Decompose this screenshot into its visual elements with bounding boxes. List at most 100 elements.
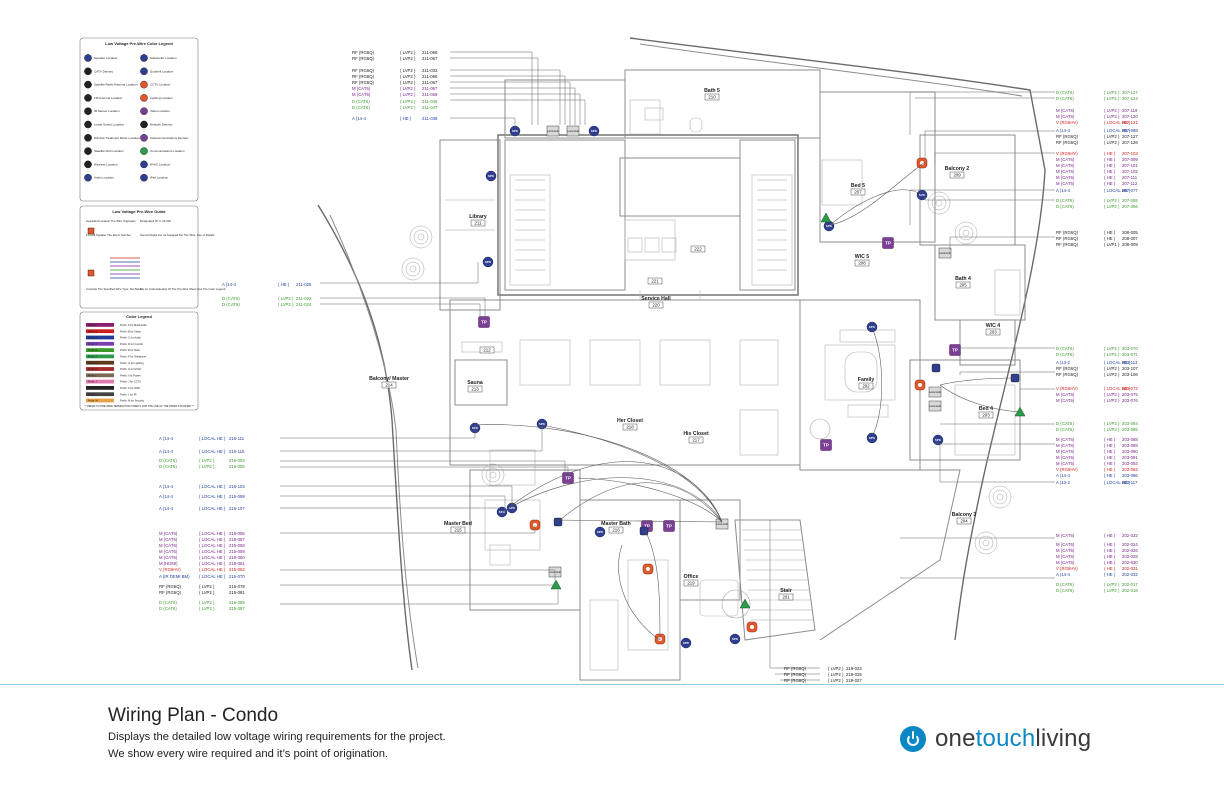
wire-headend: ( HE ) [1104, 449, 1116, 454]
room-name: Balcony/ Master [369, 376, 409, 382]
video-icon [140, 107, 148, 115]
wire-headend: ( LOCAL HE ) [199, 574, 226, 579]
speaker-label: SPK [509, 506, 516, 510]
wire-headend: ( LOCAL HE ) [199, 555, 226, 560]
room-number: 212 [483, 348, 491, 353]
room-number: 221 [651, 279, 659, 284]
camera-icon [140, 80, 148, 89]
room-name: Bed 4 [979, 406, 993, 412]
speaker-label: SPK [591, 129, 598, 133]
page-title: Wiring Plan - Condo [108, 705, 279, 726]
wire-headend: ( LOCAL HE ) [1104, 188, 1131, 193]
touch-panel-label: TP [644, 524, 650, 529]
brand-name: onetouchliving [935, 725, 1091, 753]
wire-id: 219-027 [846, 678, 862, 683]
wire-id: 215-070 [229, 574, 245, 579]
product-legend-label: Wireless Location [94, 162, 118, 166]
wire-headend: ( HE ) [1104, 461, 1116, 466]
wire-id: 203-071 [1122, 352, 1138, 357]
room-number-box [854, 259, 870, 267]
room-number-box [648, 301, 664, 309]
wire-id: 203-090 [1122, 449, 1138, 454]
product-legend-label: Linear Sound Location [94, 123, 124, 127]
color-legend-desc: Prefix: G for Lighting [120, 361, 144, 365]
wire-headend: ( LVP2 ) [1104, 582, 1120, 587]
room-name: His Closet [683, 431, 709, 437]
room-name: Balcony 2 [945, 166, 970, 172]
speaker-icon [588, 125, 600, 137]
wire-id: 203-113 [1122, 360, 1138, 365]
product-legend-label: CATV Demarc [94, 69, 114, 73]
wire-type: M (CAT6) [1056, 548, 1075, 553]
wire-headend: ( HE ) [1104, 455, 1116, 460]
touch-panel-label: TP [823, 443, 829, 448]
wire-id: 203-106 [1122, 372, 1138, 377]
wire-headend: ( LVP2 ) [1104, 204, 1120, 209]
speaker-label: SPK [869, 325, 876, 329]
color-swatch [86, 360, 114, 365]
wire-id: 207-077 [1122, 188, 1138, 193]
wire-id: 215-081 [229, 590, 245, 595]
wire-headend: ( LVP2 ) [1104, 96, 1120, 101]
wire-type: M (CAT6) [1056, 554, 1075, 559]
room-number: 217 [692, 438, 700, 443]
wire-headend: ( LVP2 ) [1104, 198, 1120, 203]
wire-type: D (CAT6) [1056, 588, 1074, 593]
product-legend-label: Doorbell Location [150, 69, 174, 73]
wire-headend: ( LVP2 ) [828, 678, 844, 683]
room-number: 220 [652, 303, 660, 308]
wire-headend: ( LOCAL HE ) [199, 484, 226, 489]
wire-type: A (14-4 [222, 282, 236, 287]
wire-type: D (CAT6) [1056, 204, 1074, 209]
wire-type: D (CAT6) [159, 600, 177, 605]
color-swatch [86, 354, 114, 359]
wire-id: 203-089 [1122, 443, 1138, 448]
wire-headend: ( LOCAL HE ) [1104, 386, 1131, 391]
wire-id: 211-045 [422, 99, 438, 104]
speaker-label: SPK [488, 174, 495, 178]
color-legend-desc: Prefix: E for Data [120, 348, 140, 352]
wire-headend: ( LVP2 ) [199, 464, 215, 469]
wire-id: 203-076 [1122, 398, 1138, 403]
wire-guide-text: Second Digits Are as Assigned Per The Wi… [140, 233, 215, 237]
wire-type: D (CAT6) [1056, 90, 1074, 95]
wire-runs [474, 161, 1021, 641]
color-legend-name: Prefix: F [88, 356, 97, 359]
wire-type: D (CAT6) [159, 464, 177, 469]
wiring-floor-plan: Low Voltage Pre-Wire Color Legend Speake… [79, 37, 1138, 683]
wire-headend: ( LVP2 ) [278, 296, 294, 301]
touch-panel-label: TP [952, 348, 958, 353]
wire-type: D (CAT6) [1056, 96, 1074, 101]
ipad-icon [140, 173, 148, 182]
color-legend-name: Prefix: M [88, 400, 97, 403]
wire-headend: ( HE ) [1104, 548, 1116, 553]
room-name: Bed 5 [851, 183, 865, 189]
network-icon [140, 120, 148, 129]
wire-headend: ( LOCAL HE ) [199, 449, 226, 454]
wire-id: 215-107 [229, 506, 245, 511]
room-number: 219 [687, 581, 695, 586]
wire-headend: ( HE ) [1104, 157, 1116, 162]
wire-id: 202-017 [1122, 582, 1138, 587]
wire-id: 211-038 [422, 116, 438, 121]
wire-id: 215-055 [229, 464, 245, 469]
room-number: 207 [854, 190, 862, 195]
color-legend-name: Prefix: H [88, 368, 97, 371]
wire-headend: ( LOCAL HE ) [1104, 360, 1131, 365]
wire-id: 202-026 [1122, 548, 1138, 553]
touch-panel-label: TP [565, 476, 571, 481]
ir-sensor-icon [931, 363, 941, 373]
camera-icon [87, 269, 95, 277]
wire-headend: ( LOCAL HE ) [1104, 120, 1131, 125]
touch-panel-icon [663, 520, 675, 532]
room-number-box [470, 219, 486, 227]
wire-headend: ( HE ) [400, 116, 412, 121]
wire-headend: ( HE ) [1104, 473, 1116, 478]
wire-id: 203-092 [1122, 461, 1138, 466]
wire-type: D (CAT6) [1056, 352, 1074, 357]
color-legend-desc: Prefix: J for CCTV [120, 380, 141, 384]
product-legend-label: Window Treatment Motor Location [94, 136, 140, 140]
wire-type: D (CAT6) [159, 458, 177, 463]
color-legend-note: ** REFER TO PRE-WIRE TERMINATION SHEETS … [84, 405, 193, 408]
wire-headend: ( HE ) [1104, 542, 1116, 547]
